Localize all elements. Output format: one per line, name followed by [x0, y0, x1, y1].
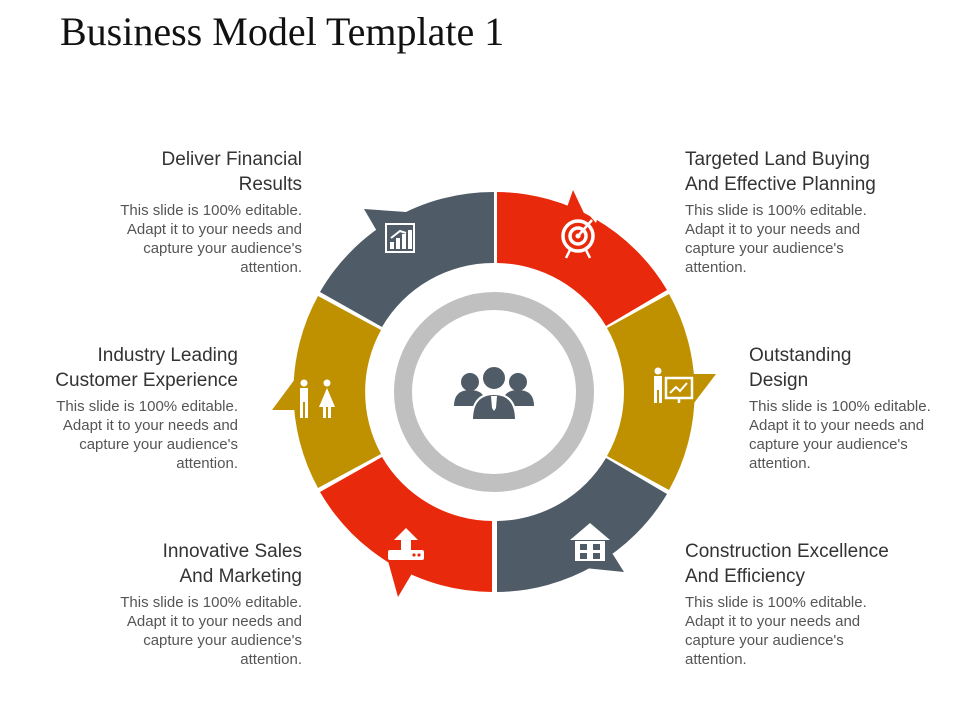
segment-innovative-sales — [320, 457, 492, 592]
team-icon — [454, 365, 534, 421]
description-construction-excellence: This slide is 100% editable. Adapt it to… — [685, 594, 867, 668]
description-industry-leading: This slide is 100% editable. Adapt it to… — [56, 398, 238, 472]
heading-targeted-land-buying: Targeted Land Buying And Effective Plann… — [685, 149, 876, 195]
label-targeted-land-buying: Targeted Land Buying And Effective Plann… — [685, 147, 945, 277]
label-industry-leading: Industry Leading Customer Experience Thi… — [0, 343, 238, 473]
heading-industry-leading: Industry Leading Customer Experience — [55, 345, 238, 391]
label-outstanding-design: Outstanding Design This slide is 100% ed… — [749, 343, 954, 473]
arrow-outstanding-design — [627, 374, 716, 432]
growth-chart-icon — [385, 223, 415, 253]
label-deliver-financial-results: Deliver Financial Results This slide is … — [62, 147, 302, 277]
target-icon — [561, 216, 598, 259]
label-innovative-sales: Innovative Sales And Marketing This slid… — [62, 539, 302, 669]
upload-tray-icon — [388, 528, 424, 560]
heading-innovative-sales: Innovative Sales And Marketing — [162, 541, 302, 587]
heading-deliver-financial-results: Deliver Financial Results — [161, 149, 302, 195]
description-innovative-sales: This slide is 100% editable. Adapt it to… — [120, 594, 302, 668]
center-ring — [394, 292, 594, 492]
description-outstanding-design: This slide is 100% editable. Adapt it to… — [749, 398, 931, 472]
heading-construction-excellence: Construction Excellence And Efficiency — [685, 541, 889, 587]
heading-outstanding-design: Outstanding Design — [749, 345, 852, 391]
page-title: Business Model Template 1 — [60, 9, 505, 54]
arrow-industry-leading — [272, 352, 359, 410]
customers-icon — [300, 379, 335, 418]
label-construction-excellence: Construction Excellence And Efficiency T… — [685, 539, 945, 669]
presenter-icon — [654, 367, 694, 403]
house-icon — [570, 523, 610, 561]
description-deliver-financial-results: This slide is 100% editable. Adapt it to… — [120, 202, 302, 276]
segment-targeted-land-buying — [497, 192, 667, 326]
description-targeted-land-buying: This slide is 100% editable. Adapt it to… — [685, 202, 867, 276]
